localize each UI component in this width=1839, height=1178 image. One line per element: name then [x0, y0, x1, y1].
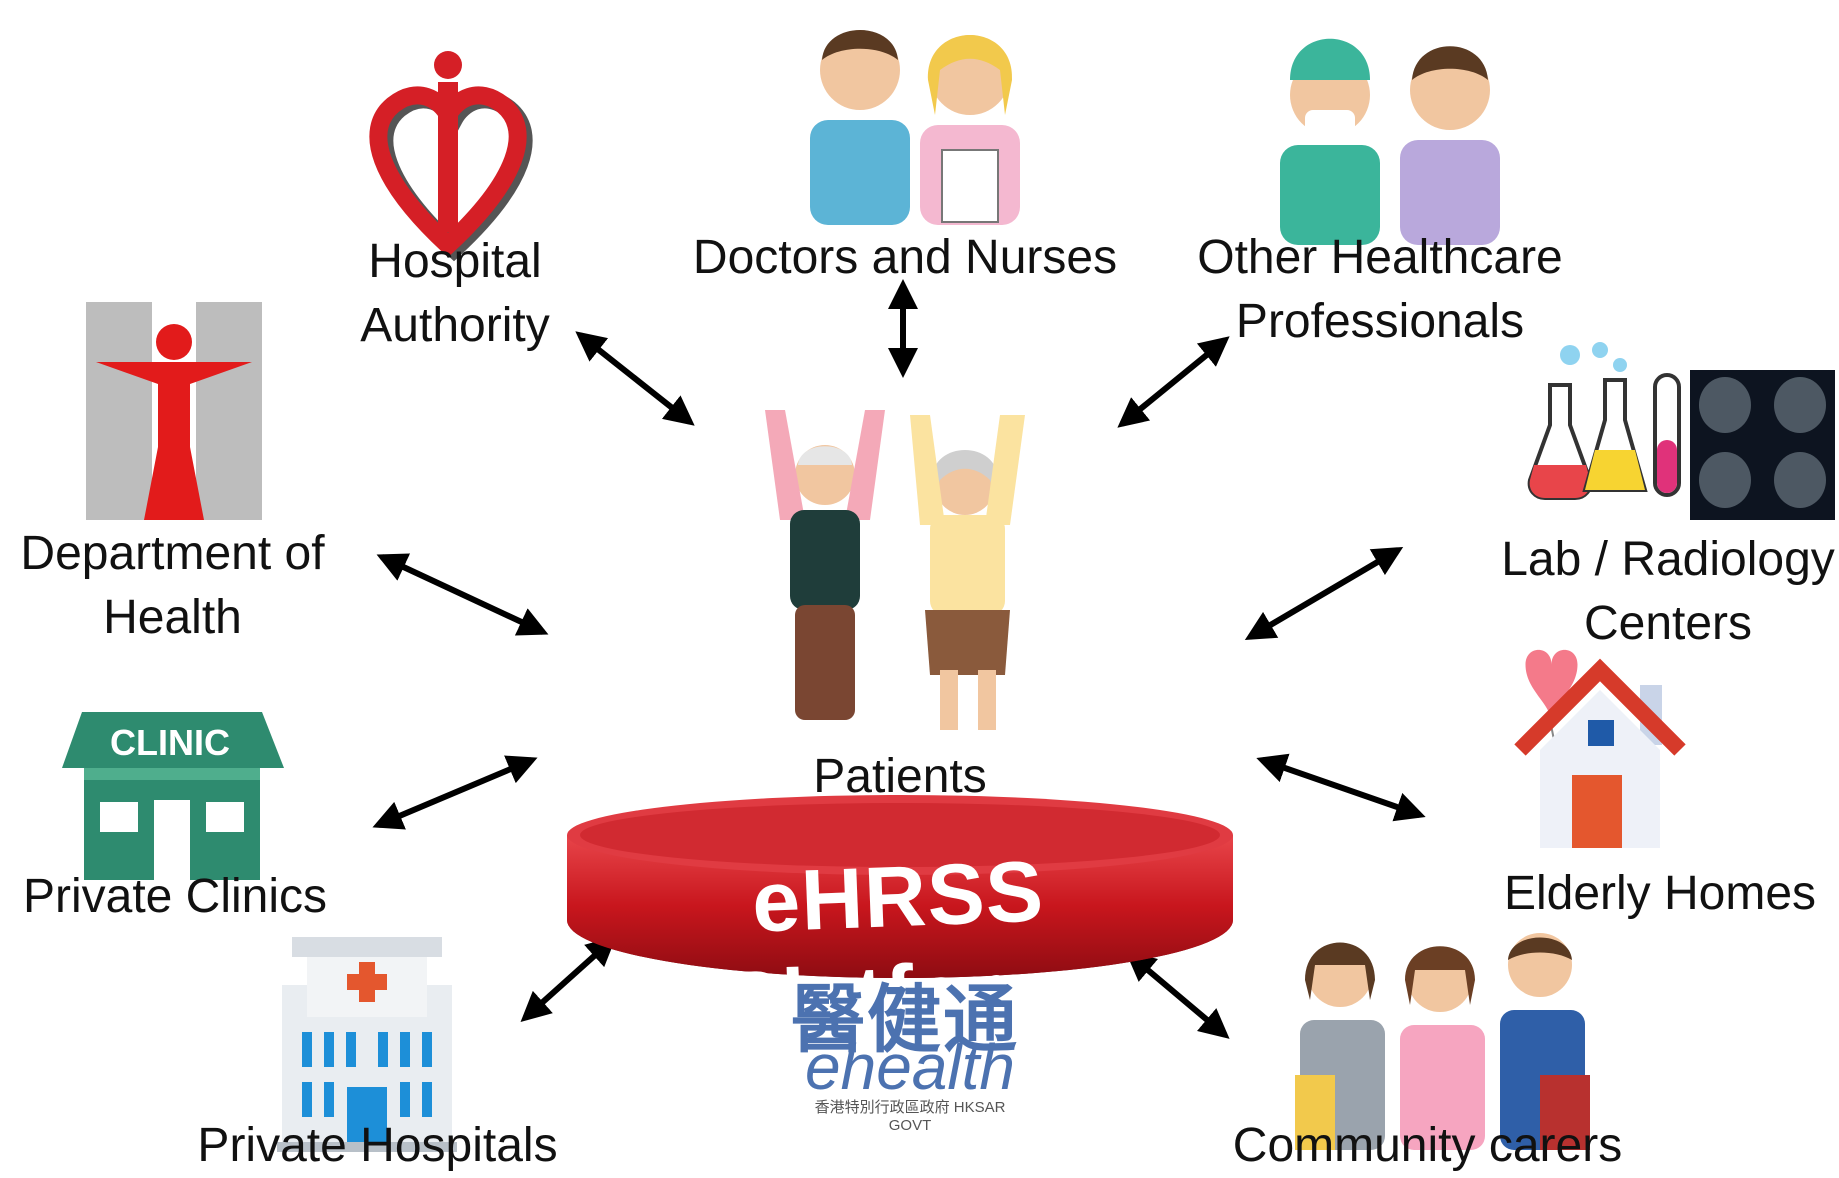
label-line: Health [103, 591, 242, 644]
label-line: Centers [1583, 597, 1753, 650]
private-hospital-building-icon [277, 937, 457, 1152]
community-carers-icon [1295, 933, 1590, 1150]
label-doctors-and-nurses: Doctors and Nurses [680, 226, 1130, 290]
label-line: Department of [20, 527, 325, 580]
arrow-elderly-homes [1256, 753, 1426, 822]
label-elderly-homes: Elderly Homes [1490, 862, 1830, 926]
label-hospital-authority: Hospital Authority [335, 230, 575, 358]
private-clinic-building-icon [62, 712, 284, 880]
connection-arrows [372, 279, 1426, 1039]
label-patients: Patients [760, 745, 1040, 809]
clinic-sign-text: CLINIC [110, 722, 230, 763]
other-healthcare-professionals-icon [1280, 38, 1500, 245]
label-line: Patients [813, 750, 987, 803]
label-line: Private Hospitals [197, 1119, 558, 1172]
department-of-health-logo-icon [86, 302, 262, 520]
ehealth-logo-english: ehealth [805, 1031, 1015, 1103]
label-private-hospitals: Private Hospitals [180, 1114, 575, 1178]
ehrss-platform-disc [567, 795, 1233, 978]
label-lab-radiology-centers: Lab / Radiology Centers [1498, 528, 1838, 656]
label-line: Other Healthcare [1197, 231, 1563, 284]
label-community-carers: Community carers [1215, 1114, 1640, 1178]
ehealth-logo-chinese: 醫健通 [791, 978, 1019, 1061]
label-line: Lab / Radiology [1501, 533, 1835, 586]
doctors-and-nurses-icon [810, 30, 1020, 225]
arrow-community-carers [1125, 951, 1230, 1039]
label-department-of-health: Department of Health [5, 522, 340, 650]
label-line: Hospital [368, 235, 542, 288]
label-line: Professionals [1235, 295, 1525, 348]
arrow-department-of-health [376, 553, 549, 636]
elderly-home-icon [1514, 649, 1686, 848]
label-private-clinics: Private Clinics [10, 865, 340, 929]
patients-icon [765, 410, 1025, 730]
label-line: Community carers [1232, 1119, 1623, 1172]
lab-radiology-icon [1527, 342, 1835, 520]
arrow-hospital-authority [575, 331, 695, 426]
label-line: Authority [360, 299, 550, 352]
arrow-other-hcp [1117, 336, 1230, 428]
arrow-private-clinics [372, 755, 538, 830]
ehealth-logo-subtitle: 香港特別行政區政府 HKSAR GOVT [814, 1099, 1006, 1134]
hospital-authority-logo-icon [369, 51, 533, 262]
label-other-healthcare-professionals: Other Healthcare Professionals [1180, 226, 1580, 354]
arrow-lab-radiology [1244, 546, 1404, 641]
arrow-private-hospitals [520, 935, 617, 1023]
label-line: Doctors and Nurses [692, 231, 1118, 284]
label-line: Elderly Homes [1503, 867, 1817, 920]
label-line: Private Clinics [22, 870, 328, 923]
